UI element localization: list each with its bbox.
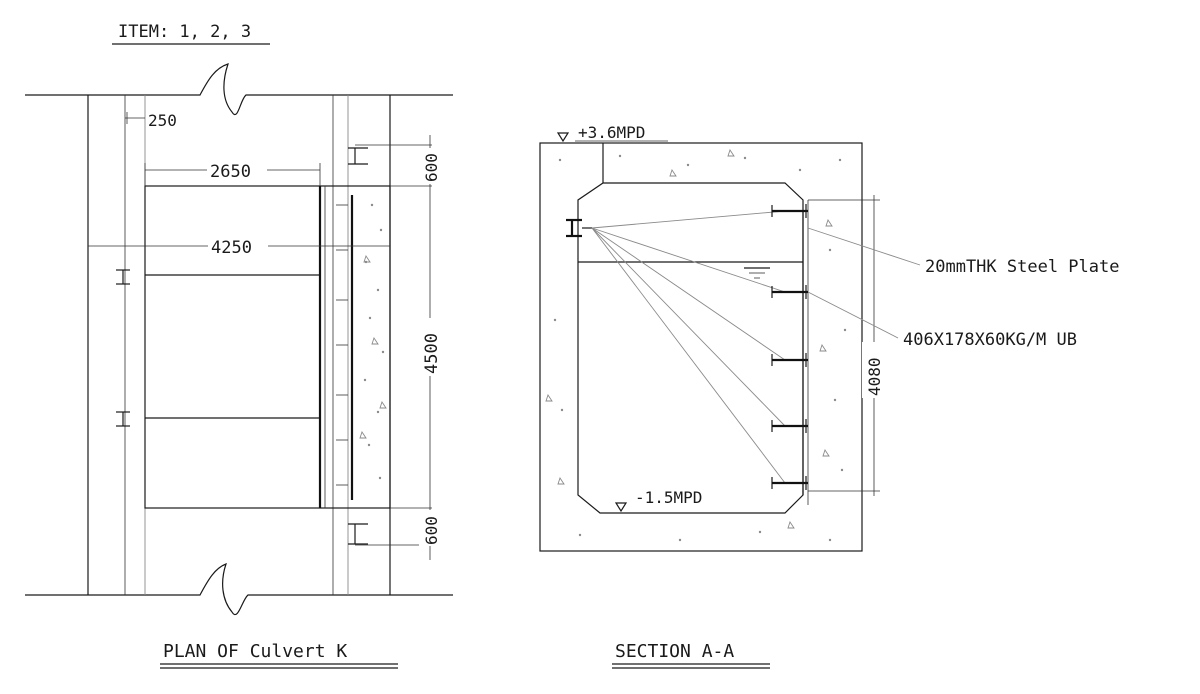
callout-plate: 20mmTHK Steel Plate <box>807 227 1119 277</box>
section-left-anchor <box>566 218 592 238</box>
plan-right-beams <box>348 147 368 545</box>
svg-text:4250: 4250 <box>211 238 252 258</box>
item-label: ITEM: 1, 2, 3 <box>112 22 270 45</box>
concrete-hatch-section <box>545 148 847 542</box>
svg-text:2650: 2650 <box>210 162 251 182</box>
plan-bottom-boundary <box>25 563 453 615</box>
struts <box>591 210 786 484</box>
svg-text:-1.5MPD: -1.5MPD <box>635 488 702 507</box>
plan-title: PLAN OF Culvert K <box>160 641 398 669</box>
svg-text:4500: 4500 <box>422 333 442 374</box>
concrete-hatch-plan <box>359 203 387 480</box>
water-symbol <box>744 267 770 279</box>
section-title-text: SECTION A-A <box>615 641 734 662</box>
svg-text:20mmTHK Steel Plate: 20mmTHK Steel Plate <box>925 257 1119 277</box>
level-bottom-marker: -1.5MPD <box>614 488 702 513</box>
section-beams <box>771 204 808 490</box>
dim-vertical-plan: 600 4500 600 <box>355 135 442 560</box>
dim-4080: 4080 <box>808 195 884 496</box>
callout-beam: 406X178X60KG/M UB <box>807 291 1077 350</box>
section-inner-box <box>577 182 804 514</box>
culvert-box <box>144 185 391 509</box>
section-view: +3.6MPD -1.5MPD 4080 20mmTHK Steel Plate… <box>539 123 1119 669</box>
svg-text:406X178X60KG/M UB: 406X178X60KG/M UB <box>903 330 1077 350</box>
plan-top-boundary <box>25 63 453 115</box>
dim-2650: 2650 <box>144 159 321 186</box>
section-title: SECTION A-A <box>612 641 770 669</box>
level-top-marker: +3.6MPD <box>556 123 668 143</box>
dim-4250: 4250 <box>88 236 390 258</box>
plan-view: 250 2650 4250 600 4500 600 <box>25 63 453 669</box>
svg-text:600: 600 <box>422 153 441 182</box>
plan-left-beams <box>116 269 130 427</box>
svg-text:250: 250 <box>148 111 177 130</box>
plan-title-text: PLAN OF Culvert K <box>163 641 347 662</box>
svg-text:+3.6MPD: +3.6MPD <box>578 123 645 142</box>
dim-250: 250 <box>125 111 177 130</box>
svg-text:4080: 4080 <box>865 357 884 396</box>
item-label-text: ITEM: 1, 2, 3 <box>118 22 251 42</box>
svg-text:600: 600 <box>422 516 441 545</box>
